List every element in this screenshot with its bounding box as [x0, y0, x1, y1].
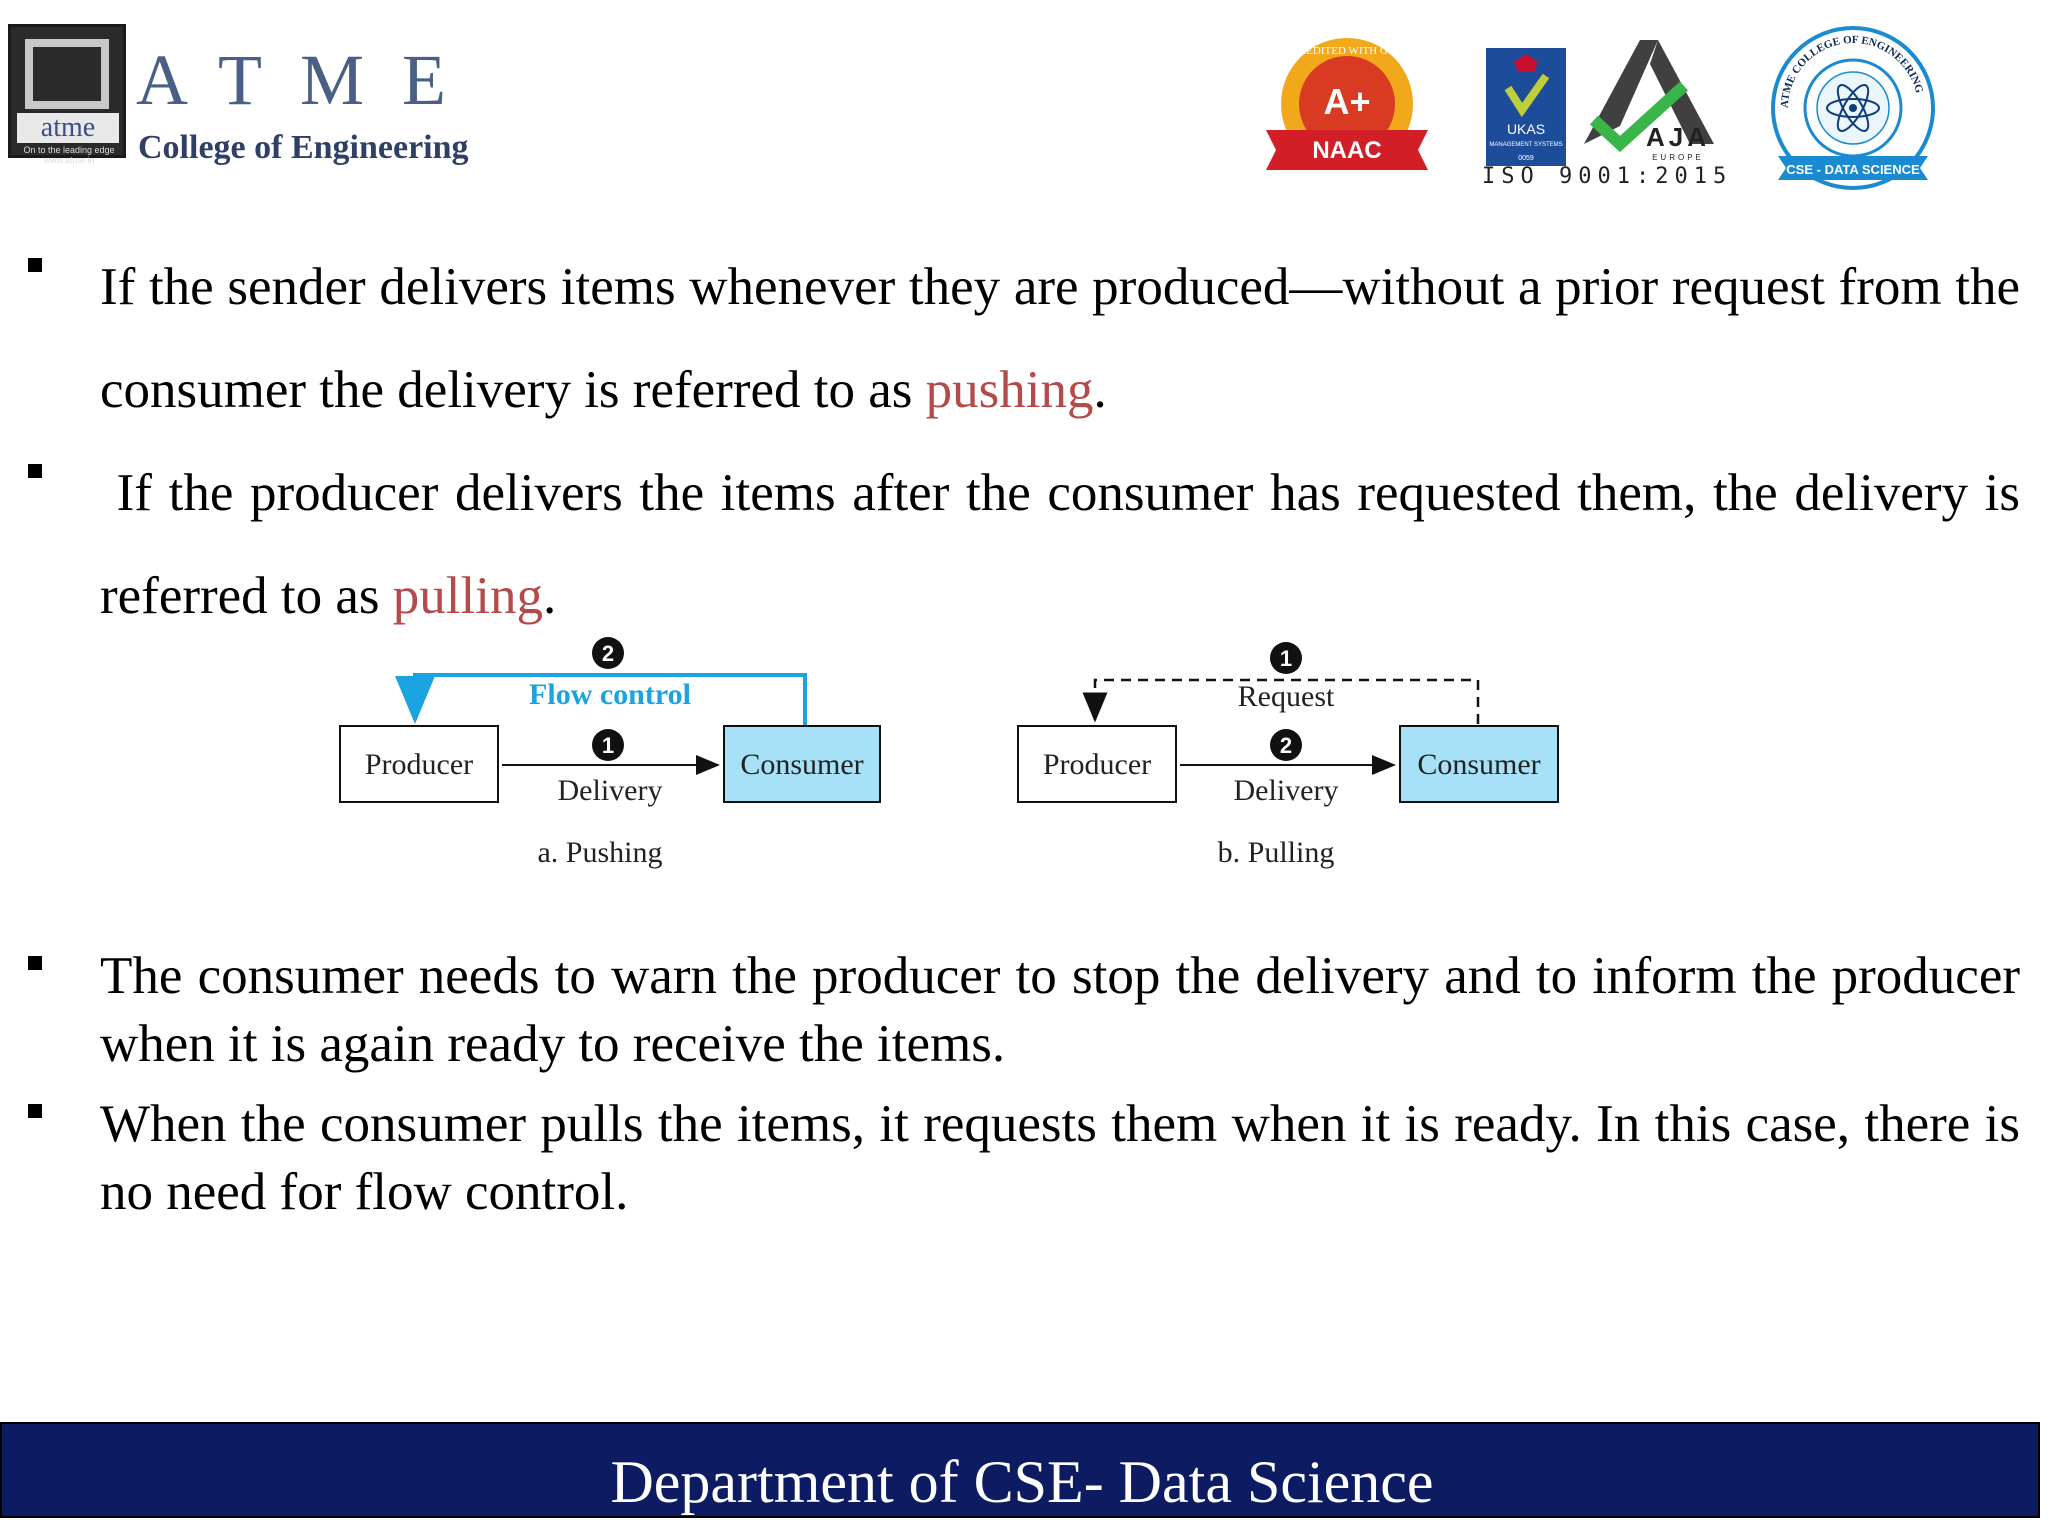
atme-logo-letters: ATME	[136, 40, 484, 120]
pull-producer-box	[1017, 725, 1177, 803]
push-consumer-label: Consumer	[740, 748, 863, 781]
bullet-text: If the producer delivers the items after…	[100, 442, 2020, 648]
aja-sub: EUROPE	[1652, 153, 1704, 162]
department-name: Department of CSE- Data Science	[610, 1449, 1434, 1515]
atme-logo-wordmark: atme	[17, 113, 119, 143]
request-label: Request	[1238, 680, 1335, 713]
push-consumer-box	[723, 725, 881, 803]
naac-ring-text: ACCREDITED WITH GRADE	[1276, 45, 1418, 57]
step-badge-icon	[1270, 729, 1302, 761]
bullet-square-icon	[28, 956, 42, 970]
bullet-text-main: If the sender delivers items whenever th…	[100, 258, 2020, 419]
atme-logo: atme On to the leading edge www.atme.in …	[8, 24, 528, 166]
step-badge-icon	[1270, 642, 1302, 674]
slide-header: atme On to the leading edge www.atme.in …	[0, 0, 2048, 200]
ukas-sub: MANAGEMENT SYSTEMS	[1489, 142, 1562, 148]
bullet-text: The consumer needs to warn the producer …	[100, 947, 2020, 1073]
pull-consumer-box	[1399, 725, 1559, 803]
naac-grade: A+	[1323, 81, 1370, 122]
check-icon	[1504, 73, 1550, 118]
iso-certification: ISO 9001:2015	[1482, 164, 1733, 189]
naac-label: NAAC	[1312, 137, 1381, 164]
ukas-number: 0059	[1518, 155, 1534, 162]
atom-orbit-icon	[1836, 84, 1870, 132]
push-pull-diagram-svg: 2 Flow control Producer Consumer 1 Deliv…	[339, 637, 1559, 869]
crown-icon	[1514, 54, 1538, 72]
pull-delivery-label: Delivery	[1234, 774, 1339, 807]
bullet-text: When the consumer pulls the items, it re…	[100, 1095, 2020, 1221]
request-arrow	[1082, 678, 1480, 724]
aja-label: AJA	[1646, 122, 1710, 152]
bullet-text-main: If the producer delivers the items after…	[100, 464, 2034, 625]
ukas-label: UKAS	[1507, 121, 1545, 137]
aja-badge: AJA EUROPE	[1584, 40, 1714, 162]
ukas-badge: UKAS MANAGEMENT SYSTEMS 0059	[1486, 48, 1566, 166]
atme-logo-tagline: On to the leading edge www.atme.in	[15, 145, 123, 165]
step-badge-icon	[592, 729, 624, 761]
bullet-text: If the sender delivers items whenever th…	[100, 236, 2020, 442]
aja-mark-left-icon	[1584, 40, 1658, 144]
atom-nucleus-icon	[1849, 104, 1857, 112]
atom-orbit-icon	[1836, 84, 1870, 132]
push-delivery-label: Delivery	[558, 774, 663, 807]
term-pulling: pulling	[392, 567, 543, 625]
push-producer-box	[339, 725, 499, 803]
college-name: College of Engineering	[138, 129, 469, 166]
term-pushing: pushing	[925, 361, 1094, 419]
atom-orbit-icon	[1826, 98, 1880, 118]
pull-step1-number: 1	[1280, 646, 1292, 671]
bullet-square-icon	[28, 258, 42, 272]
push-step2-number: 2	[602, 641, 614, 666]
cse-department-seal: ATME COLLEGE OF ENGINEERING CSE - DATA S…	[1771, 26, 1935, 190]
seal-ribbon-icon	[1778, 156, 1928, 180]
pushing-diagram: 2 Flow control Producer Consumer 1 Deliv…	[339, 637, 881, 869]
naac-badge-inner-icon	[1299, 56, 1395, 152]
bullet-text-end: .	[542, 567, 557, 625]
pull-producer-label: Producer	[1043, 748, 1151, 781]
push-producer-label: Producer	[365, 748, 473, 781]
push-step1-number: 1	[602, 733, 614, 758]
aja-check-icon	[1589, 81, 1689, 153]
atme-logo-emblem: atme On to the leading edge www.atme.in	[8, 24, 126, 165]
pull-caption: b. Pulling	[1218, 836, 1335, 869]
atme-logo-tagline-text: On to the leading edge	[23, 145, 115, 155]
pull-consumer-label: Consumer	[1417, 748, 1540, 781]
atme-logo-frame-icon	[25, 39, 109, 109]
bullet-square-icon	[28, 464, 42, 478]
bullet-square-icon	[28, 1104, 42, 1118]
step-badge-icon	[592, 637, 624, 669]
pull-step2-number: 2	[1280, 733, 1292, 758]
atme-logo-url: www.atme.in	[43, 155, 95, 165]
push-caption: a. Pushing	[537, 836, 662, 869]
bullet-text-end: .	[1093, 361, 1107, 419]
naac-badge: ACCREDITED WITH GRADE A+ NAAC	[1266, 38, 1428, 170]
pulling-diagram: 1 Request Producer Consumer 2 Delivery b…	[1017, 642, 1559, 869]
flow-control-label: Flow control	[529, 678, 691, 711]
flow-control-arrow	[395, 673, 807, 725]
naac-ribbon-icon	[1266, 130, 1428, 170]
slide-footer: Department of CSE- Data Science	[0, 1422, 2040, 1518]
push-pull-diagram: 2 Flow control Producer Consumer 1 Deliv…	[0, 620, 2048, 900]
seal-ribbon-text: CSE - DATA SCIENCE	[1786, 162, 1920, 177]
